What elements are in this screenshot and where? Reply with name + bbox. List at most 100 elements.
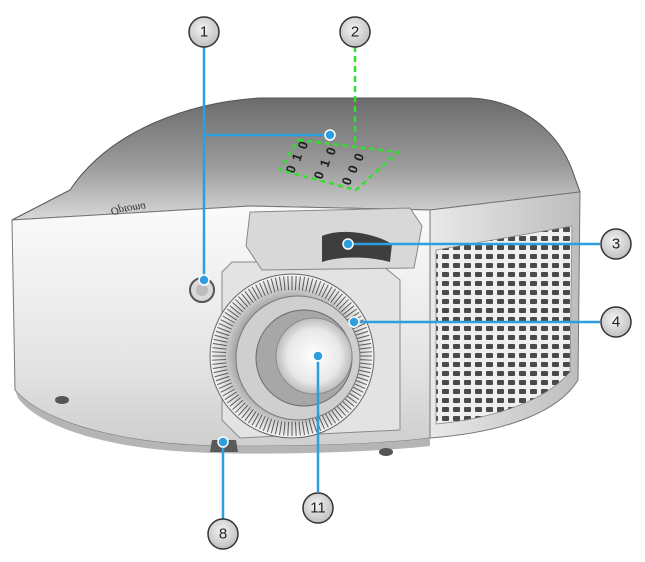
knurl-line [298, 276, 301, 291]
knurl-line [232, 302, 244, 313]
leader-end-dot [217, 436, 229, 448]
knurl-line [338, 402, 349, 413]
front-bottom-edge [15, 390, 430, 454]
knurl-line [224, 391, 237, 400]
knurl-line [217, 379, 231, 386]
knurl-line [352, 323, 366, 330]
knurl-line [232, 399, 244, 410]
knurl-line [213, 369, 228, 374]
callout-1-label: 1 [200, 24, 208, 41]
keypad-key[interactable]: 0 [345, 163, 362, 175]
callout-8: 8 [207, 518, 239, 550]
knurl-line [338, 299, 349, 310]
knurl-line [238, 404, 249, 416]
knurl-line [220, 385, 234, 393]
knurl-line [248, 288, 257, 301]
knurl-line [321, 284, 329, 298]
callout-11-label: 11 [310, 500, 326, 517]
knurl-line [238, 296, 249, 308]
knurl-line [330, 290, 340, 303]
leader-end-dot [324, 129, 336, 141]
knurl-line [235, 402, 246, 413]
leader-end-dot [198, 274, 210, 286]
knurl-line [345, 308, 358, 318]
callout-3: 3 [600, 228, 632, 260]
callout-4: 4 [600, 306, 632, 338]
knurl-line [333, 406, 343, 419]
knurl-line [355, 334, 370, 340]
knurl-line [248, 411, 257, 424]
knurl-line [270, 278, 276, 293]
knurl-line [278, 276, 283, 291]
knurl-line [283, 276, 286, 291]
knurl-line [342, 305, 355, 315]
side-vent-grille [435, 225, 573, 425]
knurl-line [218, 382, 232, 389]
knurl-line [226, 394, 239, 404]
knurl-line [262, 417, 269, 431]
knurl-line [354, 330, 369, 337]
callout-1-circle [188, 16, 220, 48]
knurl-line [274, 277, 279, 292]
knurl-line [259, 282, 266, 296]
knurl-line [357, 342, 372, 347]
knurl-line [340, 399, 352, 410]
knurl-line [270, 419, 276, 434]
callout-3-circle [600, 228, 632, 260]
knurl-line [327, 288, 336, 301]
callout-8-circle [207, 518, 239, 550]
knurl-line [229, 305, 242, 315]
knurl-line [301, 276, 306, 291]
knurl-line [229, 397, 242, 407]
knurl-line [266, 279, 273, 294]
knurl-line [294, 421, 297, 436]
projector-top-surface [11, 97, 581, 221]
keypad-key[interactable]: 0 [339, 175, 356, 187]
callout-4-circle [600, 306, 632, 338]
knurl-line [335, 296, 346, 308]
knurl-line [217, 326, 231, 333]
knurl-line [220, 319, 234, 327]
knurl-line [266, 418, 273, 433]
callout-1: 1 [188, 16, 220, 48]
knurl-line [283, 421, 286, 436]
knurl-line [244, 409, 254, 422]
callout-2: 2 [339, 16, 371, 48]
keypad-key[interactable]: 1 [317, 157, 334, 169]
knurl-line [298, 421, 301, 436]
zoom-lever[interactable] [322, 231, 392, 262]
knurl-line [274, 420, 279, 435]
knurl-line [212, 347, 227, 350]
leader-end-dot [348, 316, 360, 328]
knurl-line [330, 409, 340, 422]
keypad-key[interactable]: 0 [295, 139, 312, 151]
knurl-line [318, 416, 325, 430]
knurl-line [318, 282, 325, 296]
knurl-line [278, 421, 283, 436]
knurl-line [287, 421, 290, 436]
knurl-line [218, 323, 232, 330]
leader-end-dot [342, 238, 354, 250]
left-foot [55, 396, 69, 404]
knurl-line [340, 302, 352, 313]
knurl-line [241, 293, 251, 306]
keypad-key[interactable]: 1 [289, 151, 306, 163]
knurl-line [212, 365, 227, 370]
knurl-line [305, 420, 310, 435]
knurl-line [308, 278, 314, 293]
knurl-line [335, 404, 346, 416]
callout-2-circle [339, 16, 371, 48]
keypad-key[interactable]: 0 [351, 151, 368, 163]
knurl-line [262, 281, 269, 295]
keypad-key[interactable]: 0 [311, 169, 328, 181]
knurl-line [215, 330, 230, 337]
leader-end-points [198, 129, 360, 448]
keypad-key[interactable]: 0 [283, 163, 300, 175]
knurl-line [259, 416, 266, 430]
callout-8-label: 8 [219, 526, 227, 543]
keypad-key[interactable]: 0 [323, 145, 340, 157]
knurl-line [255, 284, 263, 298]
knurl-line [287, 276, 290, 291]
knurl-line [244, 290, 254, 303]
